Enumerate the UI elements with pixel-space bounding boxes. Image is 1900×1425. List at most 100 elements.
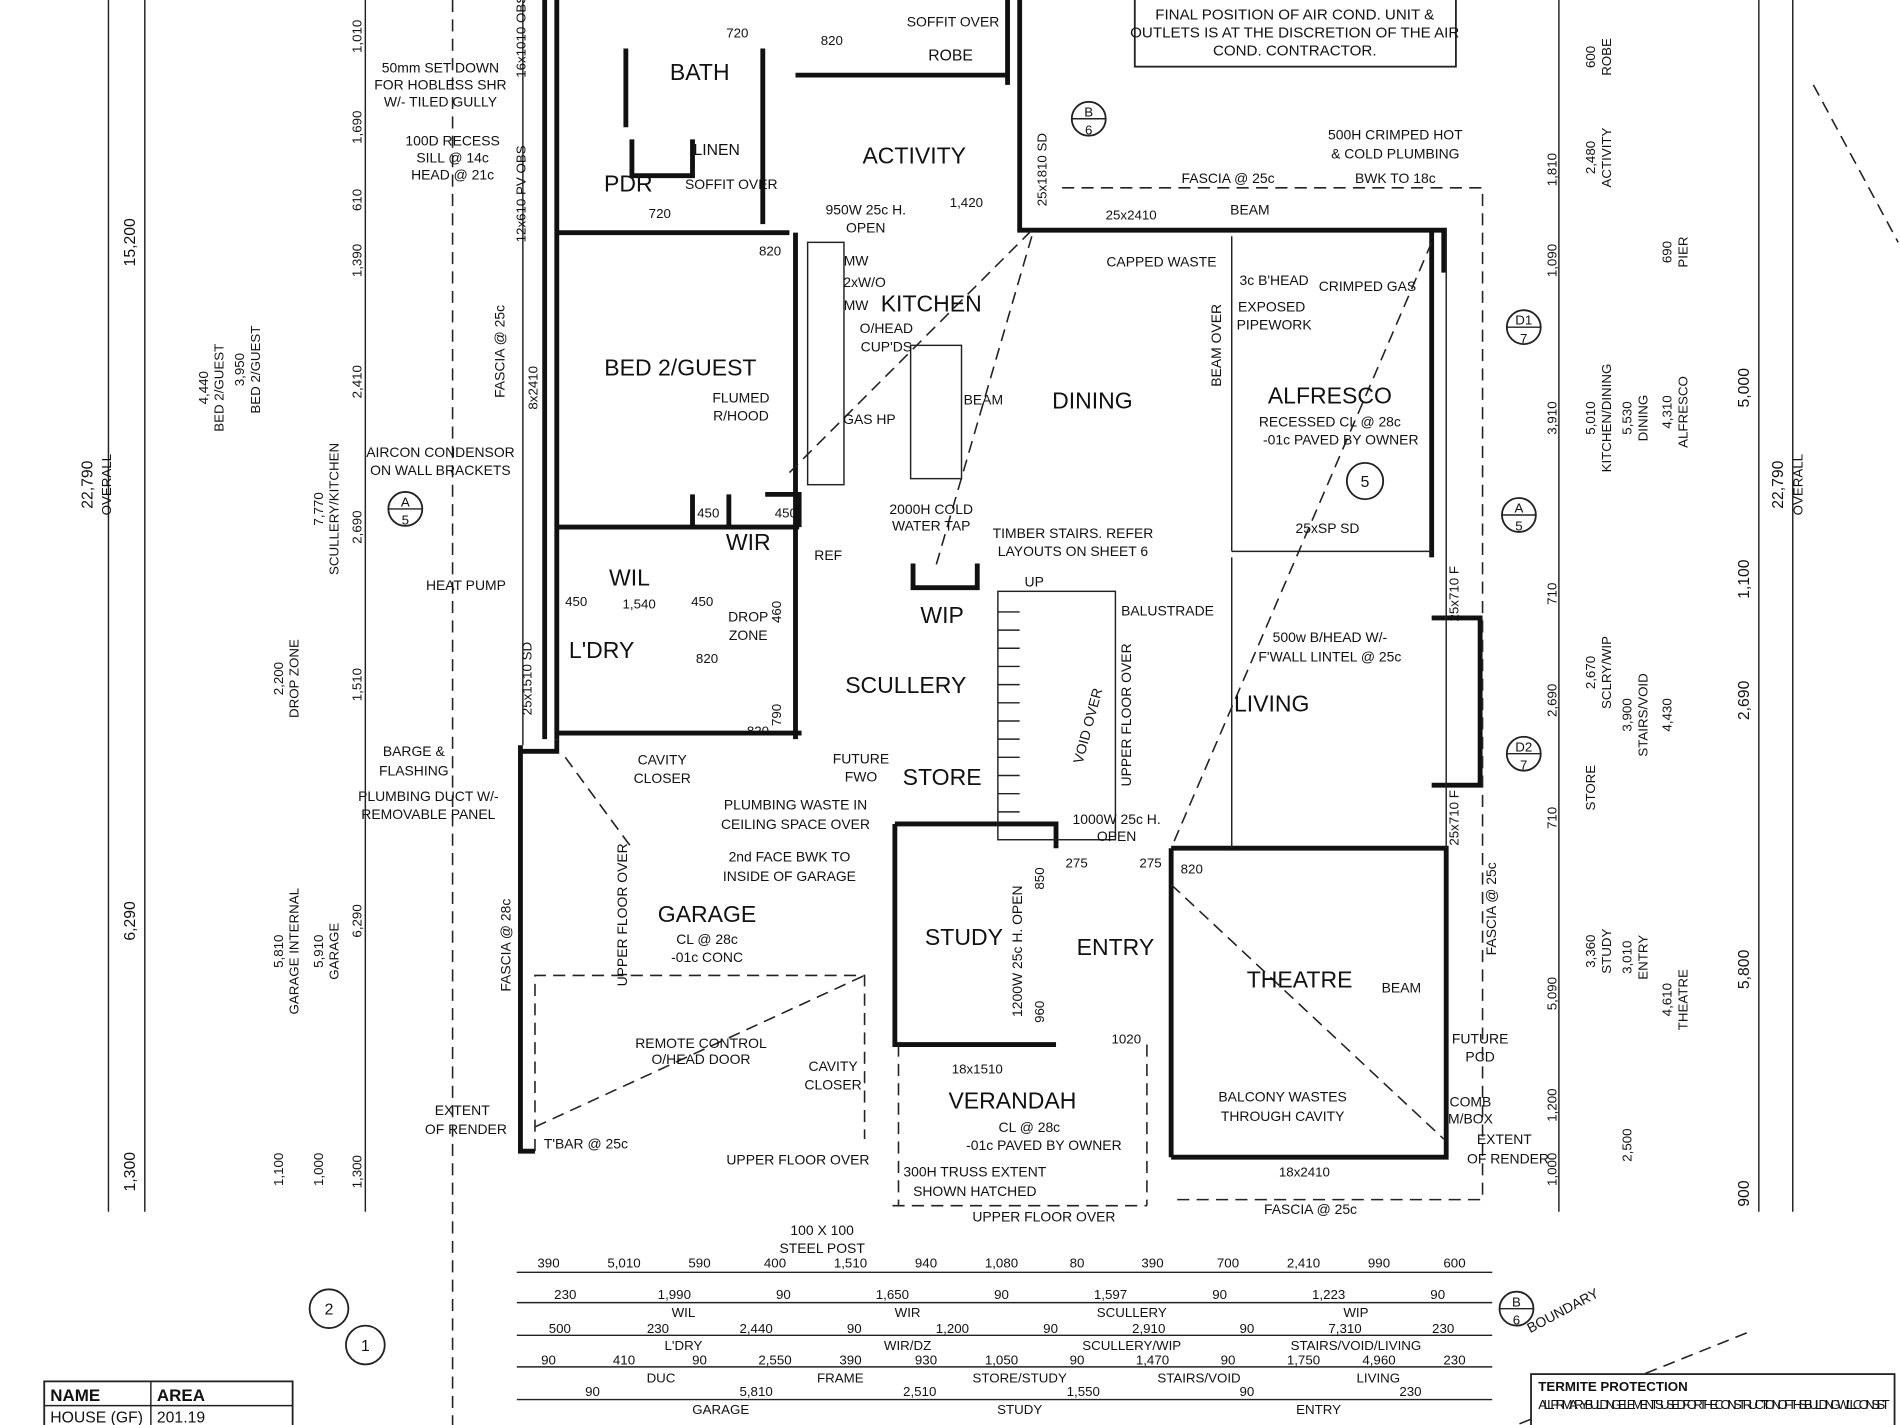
drawing-text: AIRCON CONDENSOR [366, 444, 515, 460]
dimension-value: 1,750 [1287, 1352, 1320, 1367]
drawing-text: REMOVABLE PANEL [361, 806, 495, 822]
drawing-text: 5,810 [271, 935, 286, 968]
drawing-text: 16x1010 OBS [513, 0, 528, 78]
drawing-text: 1,510 [350, 668, 365, 701]
drawing-text: UP [1025, 573, 1044, 589]
drawing-text: INSIDE OF GARAGE [723, 868, 856, 884]
dimension-value: 1,650 [876, 1287, 909, 1302]
drawing-text: 1,300 [122, 1152, 139, 1192]
drawing-text: 1020 [1111, 1031, 1141, 1046]
opening-dimensions: 720 820 720 820 1,420 25x2410 820 450 45… [513, 0, 1461, 1180]
drawing-text: BOUNDARY [1524, 1285, 1601, 1336]
dimension-value: 2,510 [903, 1384, 936, 1399]
drawing-text: GARAGE INTERNAL [287, 888, 302, 1015]
drawing-text: 6,290 [122, 901, 139, 941]
dimension-value: 390 [839, 1352, 861, 1367]
drawing-text: THEATRE [1675, 969, 1690, 1030]
drawing-text: ON WALL BRACKETS [370, 462, 511, 478]
drawing-text: SOFFIT OVER [907, 14, 1000, 30]
dimension-value: 410 [613, 1352, 635, 1367]
drawing-text: UPPER FLOOR OVER [972, 1208, 1115, 1224]
dimension-value: 1,550 [1067, 1384, 1100, 1399]
drawing-text: 1,300 [350, 1155, 365, 1188]
drawing-text: 5,910 [311, 935, 326, 968]
drawing-text: TERMITE PROTECTION [1538, 1379, 1687, 1394]
drawing-text: SOFFIT OVER [685, 176, 778, 192]
drawing-text: 18x2410 [1279, 1165, 1330, 1180]
dimension-value: 400 [764, 1255, 786, 1270]
drawing-text: 4,610 [1660, 983, 1675, 1016]
dimension-value: 5,810 [739, 1384, 772, 1399]
drawing-text: 2nd FACE BWK TO [729, 849, 851, 865]
dimension-label: GARAGE [692, 1402, 749, 1417]
dimension-value: 7,310 [1328, 1321, 1361, 1336]
drawing-text: UPPER FLOOR OVER [1118, 643, 1134, 786]
room-entry: ENTRY [1077, 934, 1155, 960]
drawing-text: 720 [726, 26, 748, 41]
drawing-text: 1,540 [623, 596, 656, 611]
drawing-text: R/HOOD [713, 407, 769, 423]
drawing-text: 450 [775, 505, 797, 520]
aircon-notice: FINAL POSITION OF AIR COND. UNIT & OUTLE… [1130, 0, 1459, 68]
dimension-label: LIVING [1357, 1371, 1401, 1386]
drawing-text: TIMBER STAIRS. REFER [993, 525, 1154, 541]
dimension-value: 90 [1070, 1352, 1085, 1367]
drawing-text: 2,690 [350, 510, 365, 543]
drawing-text: 100D RECESS [405, 132, 499, 148]
drawing-text: REF [814, 547, 842, 563]
termite-note: TERMITE PROTECTION ALL PRIMARY BUILDING … [1530, 1373, 1896, 1425]
drawing-text: BALCONY WASTES [1218, 1088, 1346, 1104]
drawing-text: FUTURE [833, 750, 889, 766]
dimension-value: 90 [1239, 1321, 1254, 1336]
room-alfresco: ALFRESCO [1268, 383, 1392, 409]
dimension-value: 230 [1399, 1384, 1421, 1399]
dimension-label: STUDY [997, 1402, 1042, 1417]
drawing-text: BARGE & [383, 743, 446, 759]
drawing-text: OF RENDER [425, 1121, 507, 1137]
drawing-text: ALFRESCO [1675, 376, 1690, 448]
dimension-value: 230 [554, 1287, 576, 1302]
drawing-text: 900 [1736, 1180, 1753, 1207]
drawing-text: FUTURE [1452, 1030, 1508, 1046]
drawing-text: CEILING SPACE OVER [721, 816, 870, 832]
drawing-text: 710 [1544, 583, 1559, 605]
drawing-text: 12x610 PV OBS [513, 145, 528, 242]
drawing-text: D1 [1515, 313, 1532, 328]
drawing-text: 100 X 100 [790, 1222, 854, 1238]
drawing-text: 18x1510 [952, 1062, 1003, 1077]
room-wil: WIL [609, 564, 650, 590]
room-living: LIVING [1234, 690, 1309, 716]
drawing-text: FINAL POSITION OF AIR COND. UNIT & [1155, 6, 1434, 23]
drawing-text: FLUMED [712, 389, 769, 405]
drawing-text: CUP'DS [861, 338, 912, 354]
drawing-text: 1 [361, 1338, 370, 1355]
dimension-value: 80 [1070, 1255, 1085, 1270]
drawing-text: PCD [1465, 1048, 1494, 1064]
drawing-text: 300H TRUSS EXTENT [903, 1164, 1046, 1180]
drawing-text: 1,010 [350, 20, 365, 53]
drawing-text: DINING [1635, 395, 1650, 442]
drawing-text: 2000H COLD [889, 501, 973, 517]
drawing-text: REMOTE CONTROL [635, 1035, 767, 1051]
drawing-text: FASCIA @ 25c [1483, 862, 1499, 955]
dimension-value: 1,510 [834, 1255, 867, 1270]
drawing-text: THROUGH CAVITY [1221, 1108, 1345, 1124]
drawing-text: 850 [1032, 867, 1047, 889]
drawing-text: 2xW/O [843, 274, 886, 290]
drawing-text: 1,200 [1544, 1088, 1559, 1121]
drawing-text: CAPPED WASTE [1106, 254, 1216, 270]
dimension-value: 390 [1141, 1255, 1163, 1270]
room-activity: ACTIVITY [862, 143, 966, 169]
drawing-text: 4,440 [196, 371, 211, 404]
dimension-value: 90 [1043, 1321, 1058, 1336]
drawing-text: EXTENT [1477, 1131, 1532, 1147]
drawing-text: 1,000 [1544, 1153, 1559, 1186]
dimension-value: 90 [541, 1352, 556, 1367]
drawing-text: 5,530 [1620, 401, 1635, 434]
room-robe: ROBE [928, 48, 973, 65]
dimension-value: 2,440 [739, 1321, 772, 1336]
drawing-text: CL @ 28c [999, 1119, 1061, 1135]
drawing-text: 500H CRIMPED HOT [1328, 126, 1463, 142]
drawing-text: AREA [157, 1386, 205, 1405]
